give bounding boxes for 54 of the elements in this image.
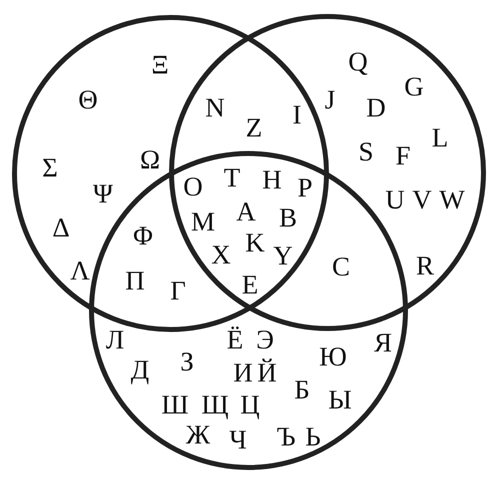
letter: Ξ <box>151 52 169 78</box>
letter: Й <box>257 360 277 386</box>
letter: G <box>404 74 424 100</box>
letter: D <box>366 94 386 122</box>
letter: M <box>191 208 215 236</box>
letter: Ю <box>319 344 347 370</box>
letter: Э <box>256 326 274 354</box>
letter: W <box>439 186 465 214</box>
letter: B <box>279 204 297 232</box>
letter: Ψ <box>93 180 113 208</box>
letter: N <box>205 94 225 122</box>
letter: E <box>242 272 258 298</box>
letter: П <box>125 268 145 294</box>
letter: Ц <box>240 392 260 418</box>
letter: O <box>183 174 203 200</box>
letter: И <box>233 360 253 386</box>
letter: Q <box>348 48 368 76</box>
letter: Z <box>246 114 262 142</box>
letter: V <box>412 186 432 214</box>
letter: Л <box>106 326 124 354</box>
letter: Y <box>273 242 293 270</box>
letter: T <box>224 164 240 192</box>
letter: S <box>358 138 374 166</box>
letter: Ё <box>226 326 244 354</box>
letter: Д <box>130 356 150 384</box>
letter: I <box>292 102 302 128</box>
letter: Б <box>294 376 310 404</box>
letter: U <box>385 186 405 214</box>
letter: X <box>211 242 231 268</box>
letter: Σ <box>42 154 58 182</box>
letter: R <box>416 252 434 280</box>
letter: Ы <box>328 386 352 414</box>
letter: Θ <box>78 86 98 114</box>
letter: Ω <box>140 146 160 174</box>
letter: Φ <box>133 222 153 250</box>
letter: Щ <box>201 392 229 418</box>
letter: Δ <box>52 214 70 242</box>
letter: Ш <box>161 392 189 418</box>
letter: K <box>245 230 265 256</box>
letter: Γ <box>170 278 186 304</box>
letter: Λ <box>70 258 90 284</box>
letter: З <box>180 348 194 376</box>
letter: Ж <box>186 422 210 448</box>
letter: H <box>262 166 282 194</box>
letter: C <box>332 254 350 280</box>
letter: L <box>432 124 448 152</box>
letter: Ъ <box>276 424 296 450</box>
letter: J <box>324 86 336 114</box>
letter: F <box>395 142 411 170</box>
letter: Ч <box>229 426 247 454</box>
letter: P <box>297 174 313 202</box>
letter: Я <box>374 330 392 356</box>
letter: Ь <box>305 424 321 450</box>
letter: A <box>236 198 256 226</box>
